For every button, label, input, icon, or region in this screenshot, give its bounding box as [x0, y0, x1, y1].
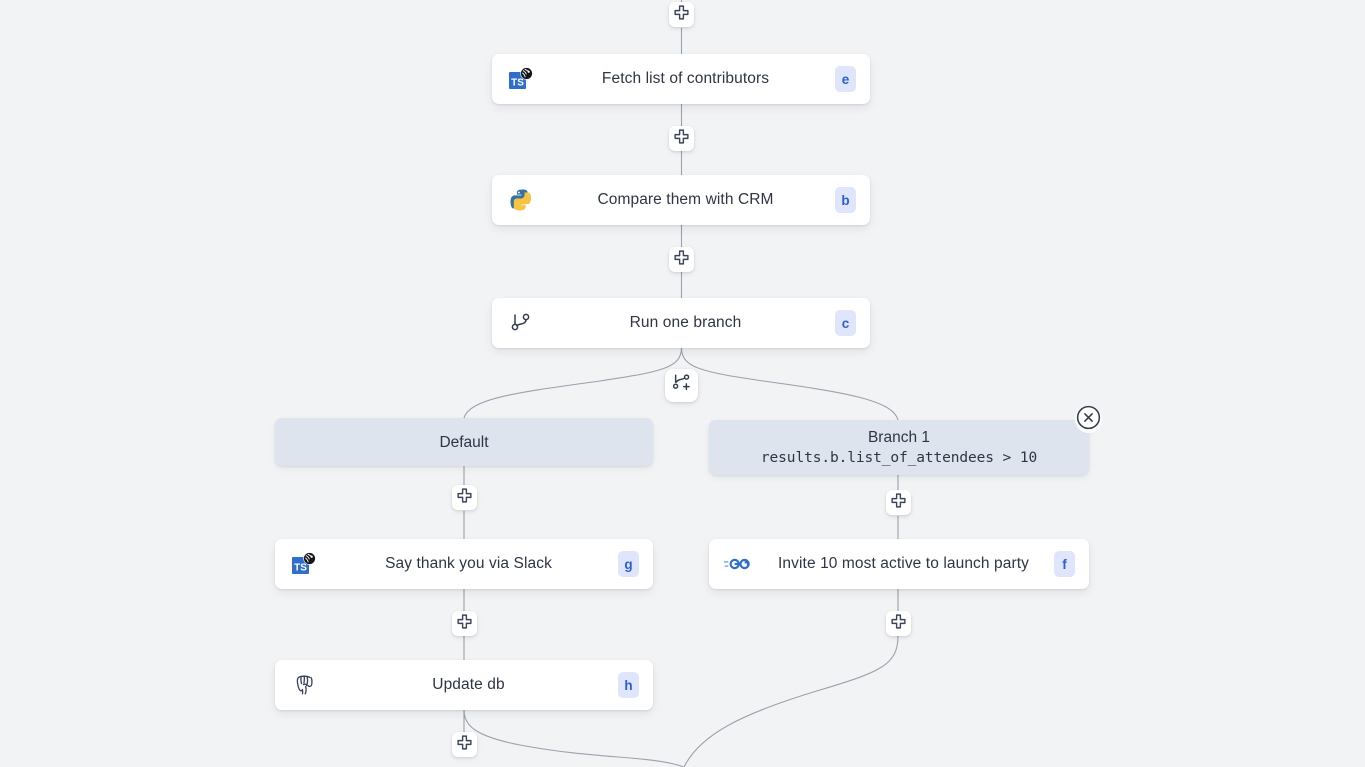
workflow-node-fetch-list-of-contributors[interactable]: TS Fetch list of contributors e — [492, 54, 870, 104]
add-step-button-invite-down[interactable] — [886, 611, 911, 636]
add-step-button-default-slack[interactable] — [452, 485, 477, 510]
add-step-button-branch-invite[interactable] — [886, 490, 911, 515]
plus-icon — [674, 4, 689, 25]
add-step-button-updatedb-down[interactable] — [452, 732, 477, 757]
workflow-node-update-db[interactable]: Update db h — [275, 660, 653, 710]
node-badge[interactable]: b — [835, 187, 856, 213]
golang-icon — [723, 549, 753, 579]
plus-icon — [891, 613, 906, 634]
remove-branch-button[interactable] — [1075, 405, 1102, 435]
add-branch-button[interactable] — [665, 369, 698, 402]
branch-name: Default — [439, 433, 489, 451]
add-step-button-fetch-compare[interactable] — [669, 126, 694, 151]
plus-icon — [457, 487, 472, 508]
branch-condition-expression: results.b.list_of_attendees > 10 — [760, 449, 1038, 466]
node-badge[interactable]: e — [835, 66, 856, 92]
postgresql-icon — [289, 670, 319, 700]
git-branch-icon — [506, 308, 536, 338]
branch-name: Branch 1 — [867, 428, 931, 446]
node-title: Compare them with CRM — [597, 191, 774, 208]
add-step-button-compare-run[interactable] — [669, 247, 694, 272]
svg-text:TS: TS — [294, 563, 307, 574]
node-badge[interactable]: f — [1054, 551, 1075, 577]
close-icon — [1076, 405, 1101, 435]
branch-chip-branch-1[interactable]: Branch 1 results.b.list_of_attendees > 1… — [709, 420, 1089, 475]
node-title: Run one branch — [629, 314, 742, 331]
plus-icon — [674, 249, 689, 270]
svg-text:TS: TS — [511, 78, 524, 89]
add-step-button-top[interactable] — [669, 2, 694, 27]
typescript-deno-icon: TS — [289, 549, 319, 579]
python-icon — [506, 185, 536, 215]
branch-add-icon — [672, 373, 692, 398]
node-title: Say thank you via Slack — [385, 555, 552, 572]
node-badge[interactable]: c — [835, 310, 856, 336]
add-step-button-slack-updatedb[interactable] — [452, 611, 477, 636]
node-badge[interactable]: g — [618, 551, 639, 577]
branch-chip-default[interactable]: Default — [275, 418, 653, 466]
workflow-node-invite-10-most-active-to-launch-party[interactable]: Invite 10 most active to launch party f — [709, 539, 1089, 589]
workflow-node-compare-them-with-crm[interactable]: Compare them with CRM b — [492, 175, 870, 225]
plus-icon — [457, 734, 472, 755]
node-title: Invite 10 most active to launch party — [778, 555, 1029, 572]
node-badge[interactable]: h — [618, 672, 639, 698]
plus-icon — [891, 492, 906, 513]
plus-icon — [674, 128, 689, 149]
plus-icon — [457, 613, 472, 634]
node-title: Fetch list of contributors — [601, 70, 770, 87]
workflow-node-say-thank-you-via-slack[interactable]: TS Say thank you via Slack g — [275, 539, 653, 589]
node-title: Update db — [432, 676, 505, 693]
workflow-node-run-one-branch[interactable]: Run one branch c — [492, 298, 870, 348]
typescript-deno-icon: TS — [506, 64, 536, 94]
